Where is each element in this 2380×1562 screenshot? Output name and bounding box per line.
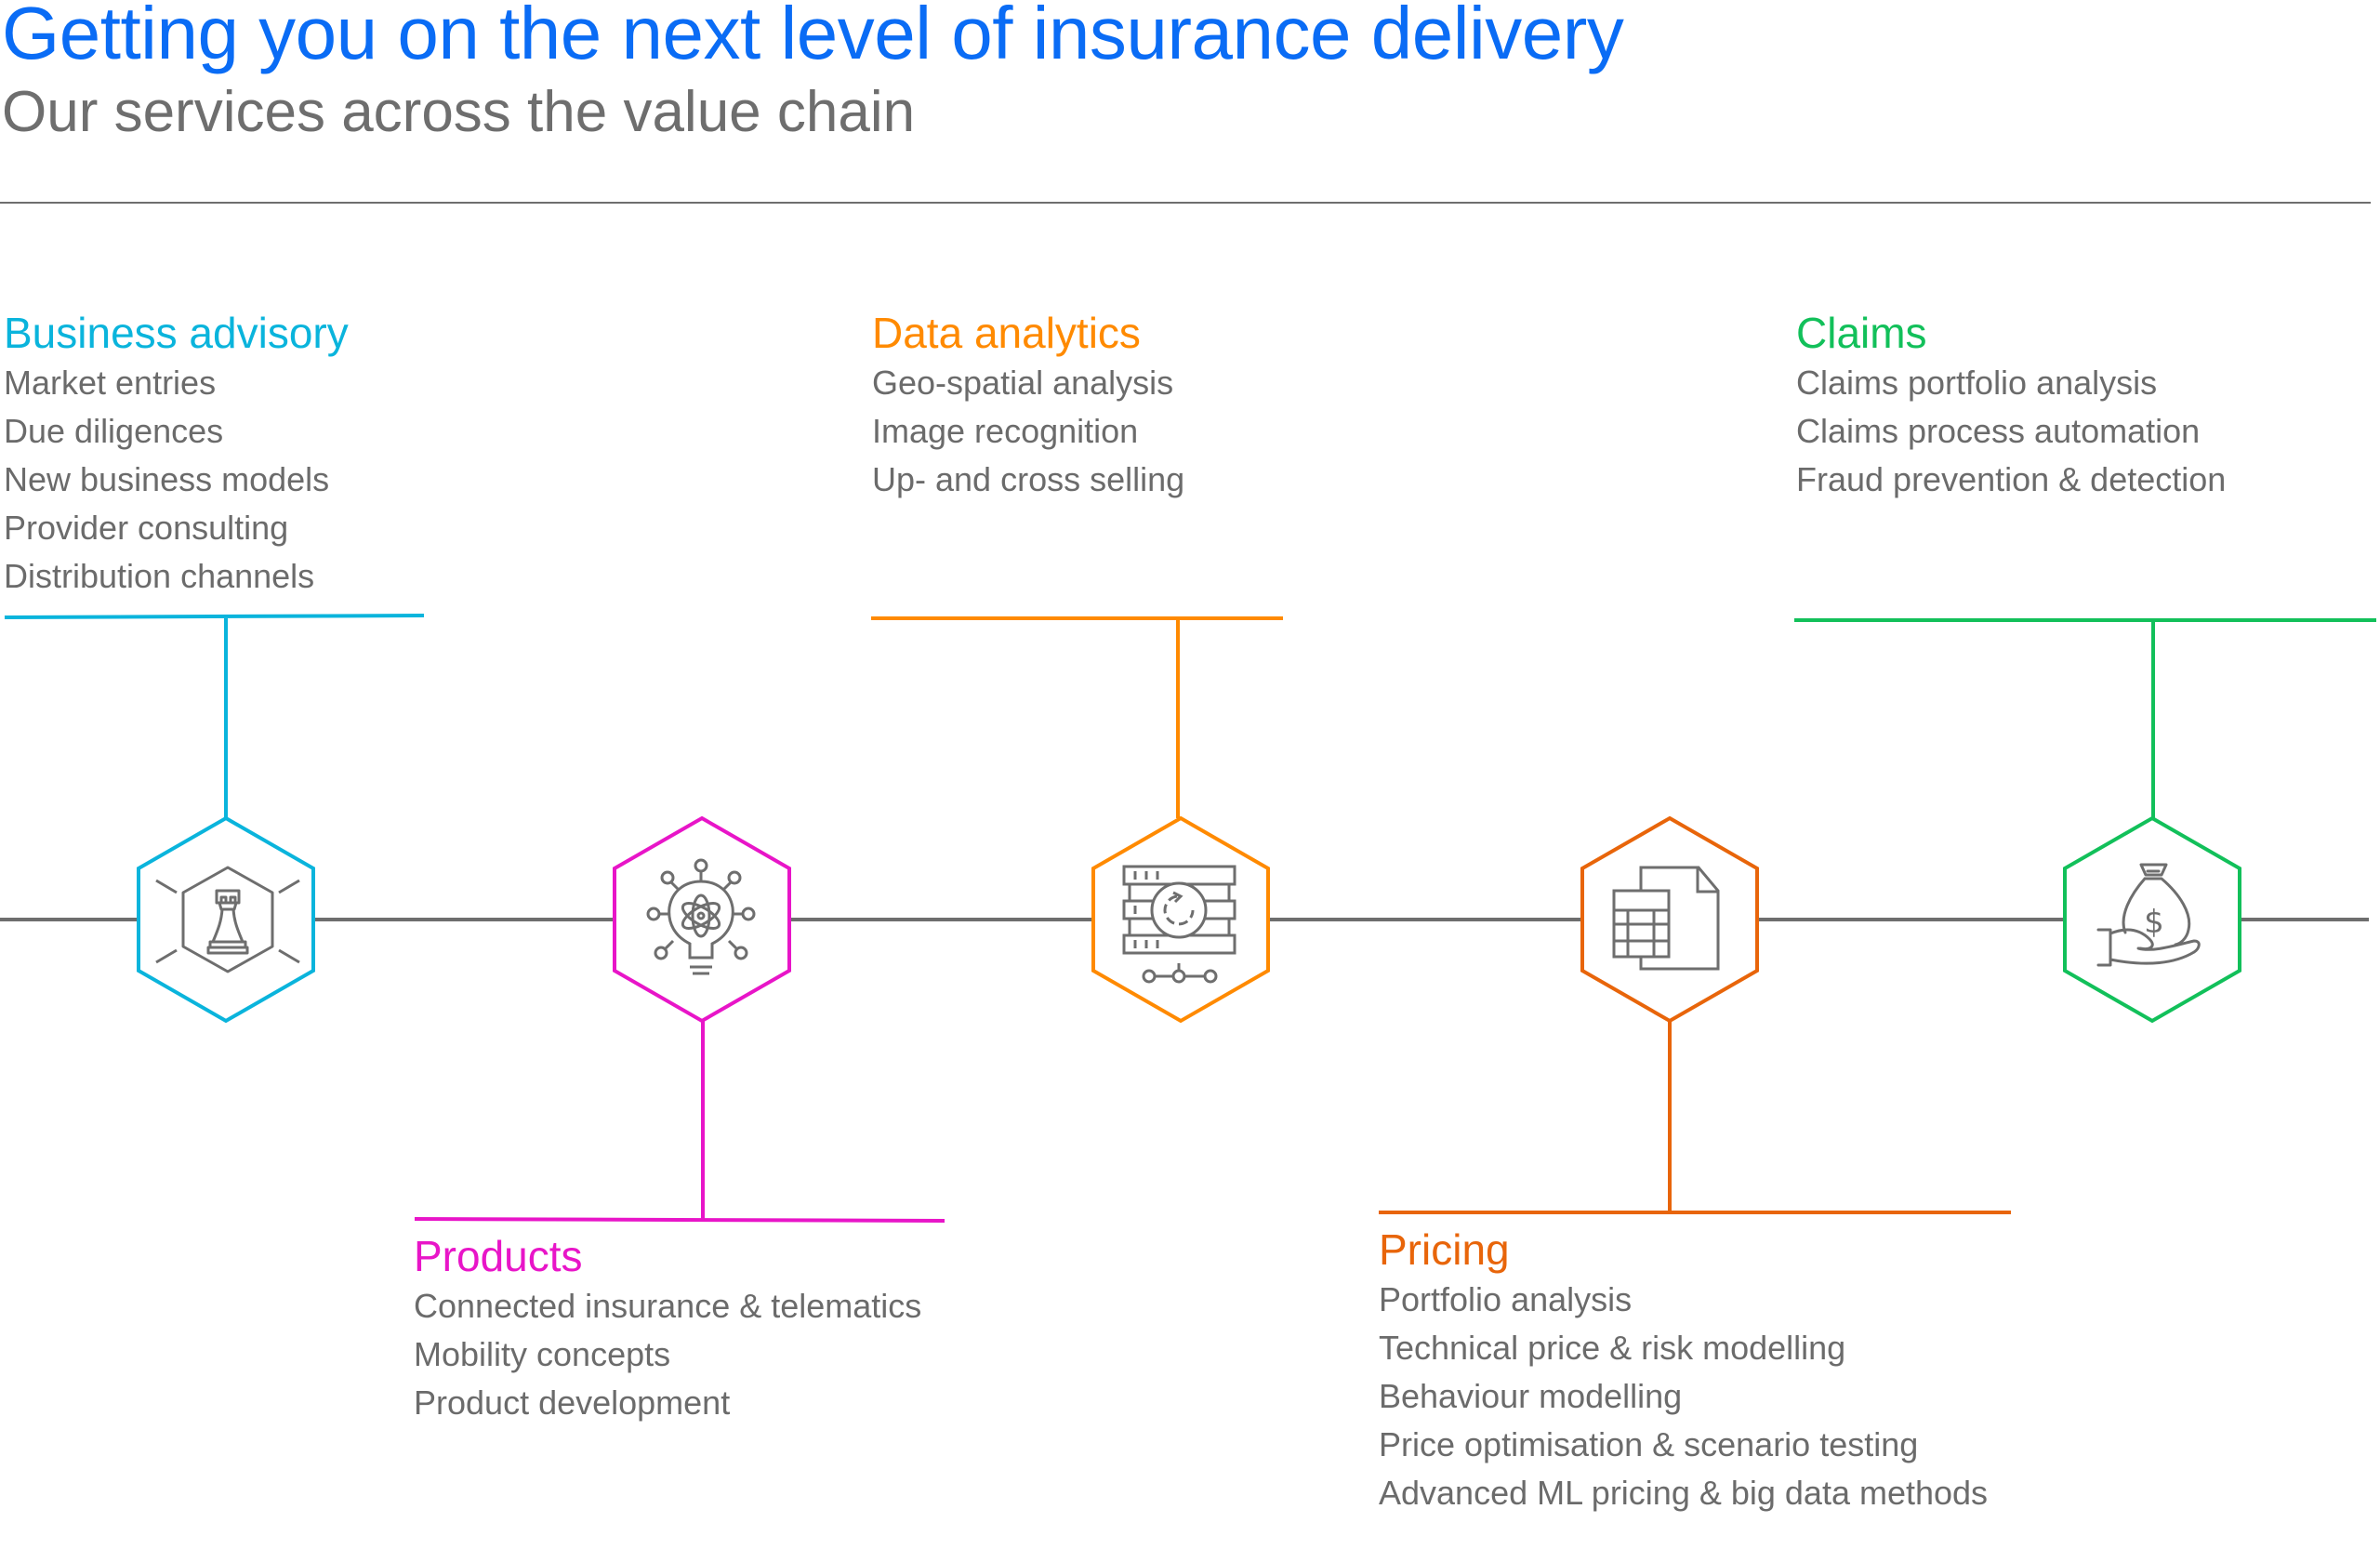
service-item: Fraud prevention & detection (1796, 460, 2227, 498)
page-title: Getting you on the next level of insuran… (2, 0, 1624, 74)
service-item: Connected insurance & telematics (414, 1287, 922, 1325)
service-item: Price optimisation & scenario testing (1379, 1425, 1919, 1463)
service-item: Due diligences (4, 412, 224, 450)
money-bag-hand-icon: $ (2096, 863, 2201, 967)
service-business-advisory: Business advisory Market entries Due dil… (4, 307, 349, 601)
service-item: Portfolio analysis (1379, 1280, 1633, 1318)
spreadsheet-document-icon (1612, 866, 1720, 971)
hexagon-data-analytics (1091, 815, 1270, 1024)
hexagon-products (613, 815, 791, 1024)
node-products (414, 815, 945, 1223)
node-claims: $ (1794, 618, 2376, 1024)
lightbulb-atom-icon (646, 858, 756, 975)
service-item: Market entries (4, 364, 217, 402)
header-divider (0, 202, 2371, 204)
service-item: Up- and cross selling (872, 460, 1185, 498)
service-items: Portfolio analysis Technical price & ris… (1379, 1276, 1988, 1517)
service-items: Market entries Due diligences New busine… (4, 359, 349, 601)
service-items: Connected insurance & telematics Mobilit… (414, 1282, 921, 1427)
svg-text:$: $ (2144, 904, 2164, 941)
service-heading: Claims (1796, 309, 1927, 357)
service-heading: Data analytics (872, 309, 1141, 357)
bracket-pricing (1379, 1021, 2011, 1214)
node-business-advisory (4, 614, 425, 1024)
service-item: Claims portfolio analysis (1796, 364, 2158, 402)
service-item: Geo-spatial analysis (872, 364, 1174, 402)
service-heading: Products (414, 1232, 583, 1280)
service-heading: Pricing (1379, 1225, 1510, 1274)
service-item: Distribution channels (4, 557, 315, 595)
server-sync-icon (1122, 865, 1236, 984)
service-item: Product development (414, 1383, 731, 1422)
service-item: Advanced ML pricing & big data methods (1379, 1474, 1989, 1512)
chess-rook-icon (155, 866, 300, 973)
service-data-analytics: Data analytics Geo-spatial analysis Imag… (872, 307, 1184, 504)
service-item: Mobility concepts (414, 1335, 671, 1373)
service-item: Provider consulting (4, 509, 289, 547)
hexagon-business-advisory (137, 815, 315, 1024)
service-claims: Claims Claims portfolio analysis Claims … (1796, 307, 2226, 504)
service-item: Technical price & risk modelling (1379, 1329, 1846, 1367)
service-pricing: Pricing Portfolio analysis Technical pri… (1379, 1224, 1988, 1517)
hexagon-pricing (1580, 815, 1759, 1024)
bracket-products (414, 1021, 945, 1223)
hexagon-claims (2063, 815, 2241, 1024)
node-pricing (1379, 815, 2011, 1214)
service-heading: Business advisory (4, 309, 349, 357)
service-items: Geo-spatial analysis Image recognition U… (872, 359, 1184, 504)
node-data-analytics (871, 616, 1283, 1024)
page-subtitle: Our services across the value chain (2, 80, 916, 144)
service-item: Behaviour modelling (1379, 1377, 1683, 1415)
bracket-claims (1794, 618, 2376, 818)
bracket-business-advisory (4, 614, 425, 818)
service-products: Products Connected insurance & telematic… (414, 1230, 921, 1427)
service-item: Image recognition (872, 412, 1139, 450)
service-items: Claims portfolio analysis Claims process… (1796, 359, 2226, 504)
bracket-data-analytics (871, 616, 1283, 818)
service-item: New business models (4, 460, 330, 498)
service-item: Claims process automation (1796, 412, 2201, 450)
